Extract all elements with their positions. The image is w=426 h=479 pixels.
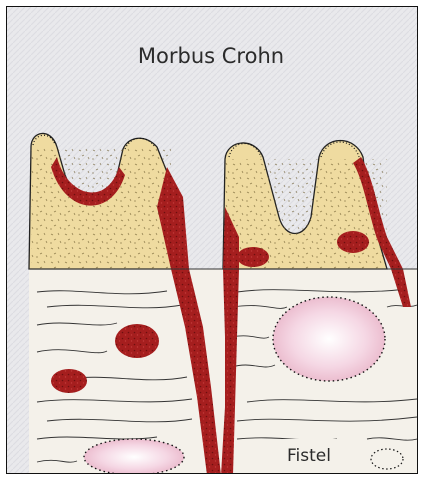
inflammatory-focus xyxy=(115,324,159,358)
small-follicle xyxy=(371,449,403,469)
lymph-follicle xyxy=(273,297,385,381)
lymph-follicle xyxy=(84,439,184,474)
illustration-frame: Morbus Crohn xyxy=(6,6,418,474)
inflammatory-focus xyxy=(51,369,87,393)
crohn-diagram: Morbus Crohn xyxy=(7,7,418,474)
diagram-title: Morbus Crohn xyxy=(138,44,284,68)
fistel-label: Fistel xyxy=(287,446,331,466)
